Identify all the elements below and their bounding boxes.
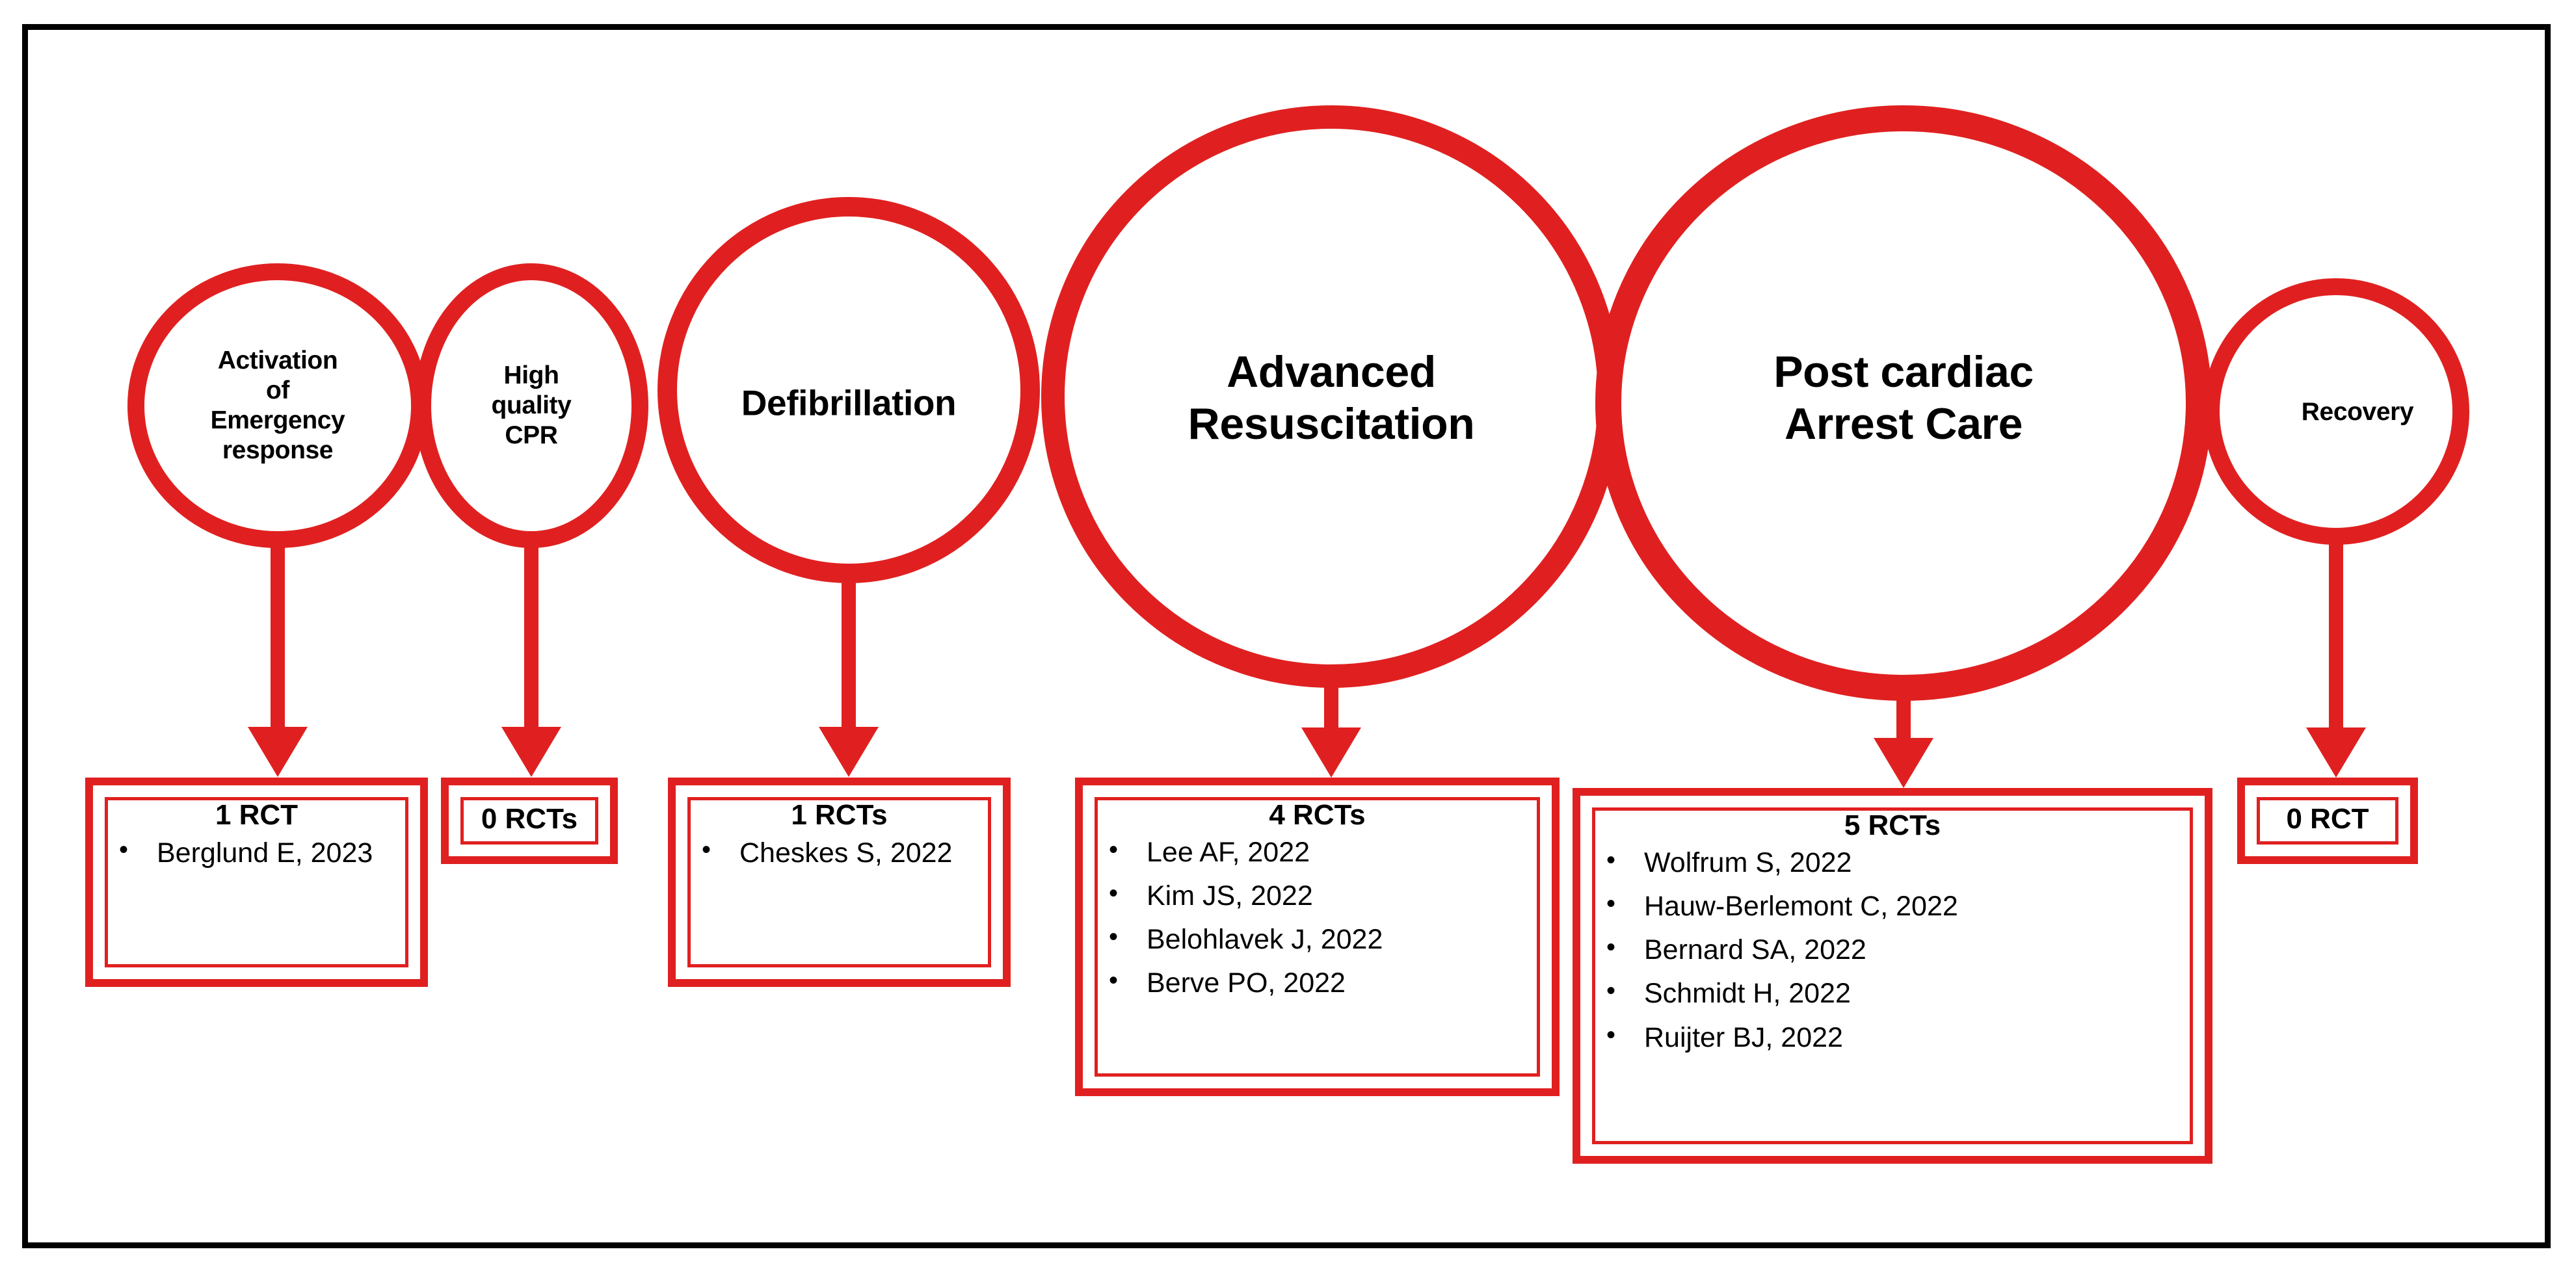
evidence-box-recovery[interactable]: 0 RCT bbox=[2237, 778, 2418, 864]
evidence-box-cpr[interactable]: 0 RCTs bbox=[441, 778, 618, 864]
evidence-title-advanced: 4 RCTs bbox=[1269, 799, 1366, 831]
list-item: Wolfrum S, 2022 bbox=[1601, 844, 2196, 881]
list-item: Berglund E, 2023 bbox=[114, 833, 411, 872]
list-item: Belohlavek J, 2022 bbox=[1104, 921, 1543, 958]
ring-label-defibrillation: Defibrillation bbox=[741, 382, 957, 423]
ring-label-recovery: Recovery bbox=[2301, 397, 2414, 426]
list-item: Bernard SA, 2022 bbox=[1601, 931, 2196, 968]
evidence-box-advanced[interactable]: 4 RCTs Lee AF, 2022 Kim JS, 2022 Belohla… bbox=[1075, 778, 1560, 1096]
evidence-title-activation: 1 RCT bbox=[215, 799, 299, 831]
list-item: Berve PO, 2022 bbox=[1104, 964, 1543, 1001]
ring-label-postarrest: Post cardiac Arrest Care bbox=[1773, 347, 2034, 449]
evidence-title-defibrillation: 1 RCTs bbox=[791, 799, 888, 831]
ring-label-advanced: Advanced Resuscitation bbox=[1188, 347, 1475, 449]
list-item: Cheskes S, 2022 bbox=[697, 833, 994, 872]
ring-label-cpr: High quality CPR bbox=[491, 361, 572, 450]
list-item: Hauw-Berlemont C, 2022 bbox=[1601, 887, 2196, 924]
evidence-list-defibrillation: Cheskes S, 2022 bbox=[685, 833, 994, 872]
evidence-title-postarrest: 5 RCTs bbox=[1844, 809, 1941, 841]
list-item: Lee AF, 2022 bbox=[1104, 833, 1543, 871]
list-item: Ruijter BJ, 2022 bbox=[1601, 1019, 2196, 1056]
evidence-list-activation: Berglund E, 2023 bbox=[102, 833, 411, 872]
ring-label-activation: Activation of Emergency response bbox=[210, 346, 345, 465]
list-item: Schmidt H, 2022 bbox=[1601, 975, 2196, 1012]
evidence-box-activation[interactable]: 1 RCT Berglund E, 2023 bbox=[85, 778, 428, 987]
evidence-list-postarrest: Wolfrum S, 2022 Hauw-Berlemont C, 2022 B… bbox=[1589, 844, 2196, 1056]
evidence-box-defibrillation[interactable]: 1 RCTs Cheskes S, 2022 bbox=[668, 778, 1011, 987]
list-item: Kim JS, 2022 bbox=[1104, 877, 1543, 914]
evidence-box-postarrest[interactable]: 5 RCTs Wolfrum S, 2022 Hauw-Berlemont C,… bbox=[1573, 788, 2212, 1164]
evidence-title-recovery: 0 RCT bbox=[2286, 803, 2369, 835]
evidence-title-cpr: 0 RCTs bbox=[481, 803, 578, 835]
evidence-list-advanced: Lee AF, 2022 Kim JS, 2022 Belohlavek J, … bbox=[1092, 833, 1543, 1001]
